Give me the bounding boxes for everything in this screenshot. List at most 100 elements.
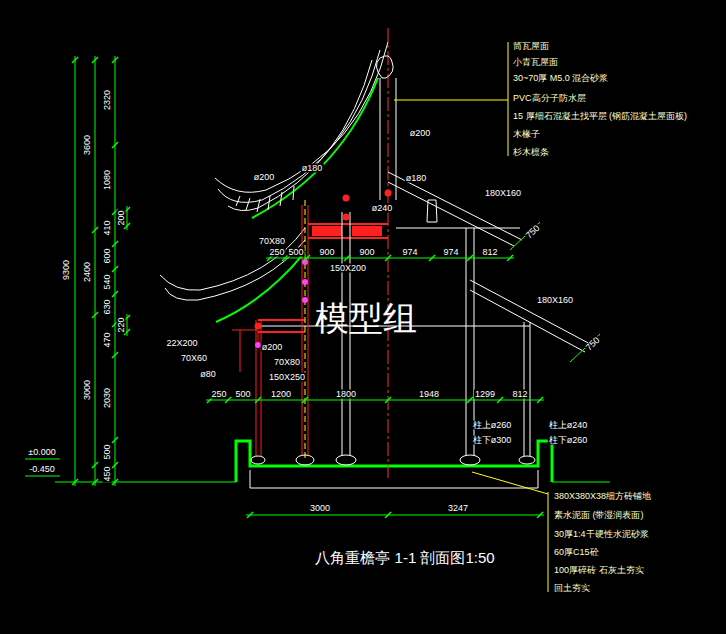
upper-beam [308,224,388,238]
joint-dot [343,195,350,202]
dimension-label: 630 [103,298,112,315]
material-note: 小青瓦屋面 [512,58,559,67]
ridge [376,56,396,200]
lower-roof [160,228,305,372]
material-note: 100厚碎砖 石灰土夯实 [553,566,645,575]
joint-dot [302,297,308,303]
roof-curve [218,50,380,202]
dimension-tick [537,512,543,518]
dimension-label: 2030 [103,387,112,409]
dimension-label: 974 [401,248,418,257]
dimension-label: 410 [103,219,112,236]
dimension-label: 500 [287,248,304,257]
beam-block [352,226,382,236]
roof-curve [160,228,305,290]
member-size-label: 70X80 [258,237,286,246]
dimension-tick [304,255,310,261]
dimension-label: 250 [210,390,227,399]
upper-roof-right [388,172,540,250]
member-size-label: ø200 [253,173,276,182]
column-base [296,455,314,465]
member-size-label: 150X200 [329,264,367,273]
dimension-tick [112,479,118,485]
watermark: 模型组 [314,301,418,335]
dimension-label: 250 [268,248,285,257]
roof-curve [165,240,305,300]
leader-line [394,42,508,156]
member-size-label: ø180 [405,174,428,183]
dimension-tick [112,291,118,297]
dimension-line [246,515,544,516]
dimension-tick [92,479,98,485]
platform-outline [236,441,552,482]
dimension-label: 3247 [447,504,469,513]
dimension-tick [467,397,473,403]
member-size-label: ø240 [371,204,394,213]
column-axis [305,200,306,458]
dimension-tick [537,397,543,403]
lower-roof-right [258,280,600,362]
ground [55,441,610,488]
dimension-tick [92,462,98,468]
dimension-label: 1200 [270,390,292,399]
joint-dot [385,190,392,197]
level-line [25,476,60,477]
member-size-label: 750 [584,335,603,353]
member-size-label: 70X60 [180,354,208,363]
material-note: 30厚1:4干硬性水泥砂浆 [553,530,650,539]
dimension-tick [72,479,78,485]
center-axis [388,28,389,478]
dimension-tick [385,255,391,261]
roof-slope [388,172,522,246]
dimension-label: 200 [117,209,126,226]
dimension-label: 3600 [83,134,92,156]
member-size-label: ø180 [301,164,324,173]
dimension-tick [507,255,513,261]
dimension-tick [247,512,253,518]
dimension-label: 812 [511,390,528,399]
dimension-tick [112,266,118,272]
material-note: 素水泥面 (带湿润表面) [553,511,645,520]
dimension-label: 900 [318,248,335,257]
rafter [252,78,378,218]
dimension-tick [255,397,261,403]
joint-dot [302,279,308,285]
dimension-tick [385,512,391,518]
member-size-label: 750 [524,223,543,241]
dimension-label: 450 [103,465,112,482]
dimension-label: 2400 [83,261,92,283]
rafter [216,252,305,322]
dimension-tick [92,57,98,63]
leader-line [472,472,548,592]
column-base [251,456,265,464]
dimension-lines [25,56,544,518]
dimension-label: 1800 [335,390,357,399]
beam-block [312,226,342,236]
material-note: 木椽子 [512,130,541,139]
dimension-label: 470 [103,331,112,348]
member-size-label: 22X200 [165,339,198,348]
level-label: ±0.000 [27,448,56,457]
dimension-tick [344,255,350,261]
dimension-tick [112,462,118,468]
dimension-label: 220 [117,316,126,333]
column-base [519,456,535,464]
finial [376,56,393,78]
member-size-label: 180X160 [536,296,574,305]
dimension-tick [385,397,391,403]
column-size-label: 柱上ø240 [548,421,589,430]
level-label: -0.450 [28,465,56,474]
column-base [336,455,356,465]
dimension-label: 1080 [103,169,112,191]
member-size-label: 150X250 [268,373,306,382]
dimension-tick [429,255,435,261]
column [256,320,261,456]
material-note: 15 厚细石混凝土找平层 (钢筋混凝土屋面板) [512,112,688,121]
column-size-label: 柱下ø260 [548,436,589,445]
dimension-line [115,56,116,486]
column-size-label: 柱下ø300 [472,436,513,445]
material-note: 380X380X38细方砖铺地 [553,492,652,501]
dimension-label: 1948 [418,390,440,399]
dimension-label: 9300 [62,259,71,281]
